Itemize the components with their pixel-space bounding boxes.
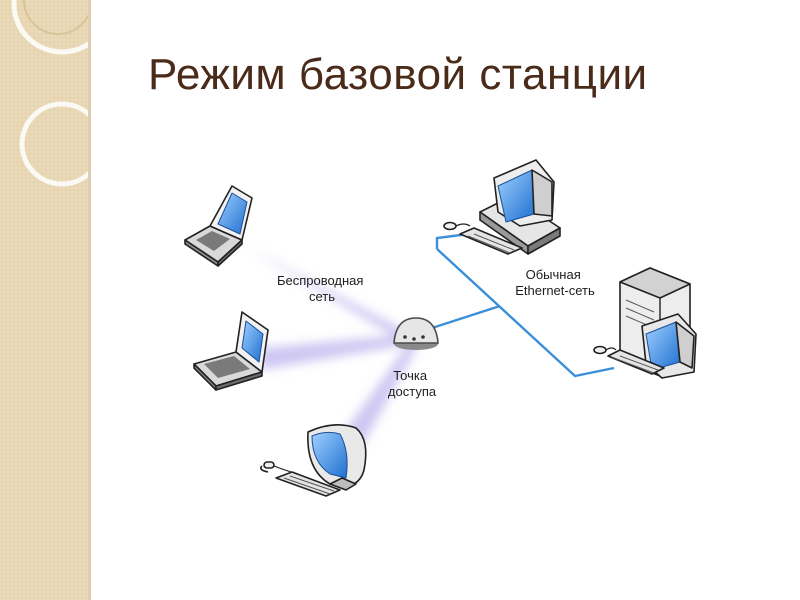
wireless-label-line1: Беспроводная <box>277 273 364 288</box>
laptop-icon <box>184 185 253 267</box>
ethernet-cable-bus <box>436 248 615 378</box>
access-point-label-line1: Точка <box>393 368 428 383</box>
ethernet-network-label: Обычная Ethernet-сеть <box>515 267 595 298</box>
access-point-icon <box>393 317 439 350</box>
wireless-network-label: Беспроводная сеть <box>277 273 367 304</box>
ethernet-label-line1: Обычная <box>526 267 581 282</box>
wireless-beam-laptop-2 <box>258 334 412 370</box>
desktop-computer-icon <box>443 159 561 255</box>
decorative-sidebar <box>0 0 88 600</box>
imac-computer-icon <box>260 424 367 497</box>
wireless-beam-imac <box>338 344 418 446</box>
laptop-icon <box>193 311 269 391</box>
ethernet-cables <box>431 230 615 378</box>
ethernet-label-line2: Ethernet-сеть <box>515 283 595 298</box>
access-point-label-line2: доступа <box>388 384 437 399</box>
wireless-label-line2: сеть <box>309 289 335 304</box>
tower-computer-icon <box>593 267 697 379</box>
slide-title: Режим базовой станции <box>148 50 648 99</box>
access-point-label: Точка доступа <box>388 368 437 399</box>
wireless-beam-laptop-1 <box>232 238 420 346</box>
sidebar-divider <box>88 0 91 600</box>
sidebar-rings-decoration <box>11 0 88 187</box>
wireless-beams <box>232 238 420 446</box>
ethernet-cable-access-point <box>431 304 501 330</box>
